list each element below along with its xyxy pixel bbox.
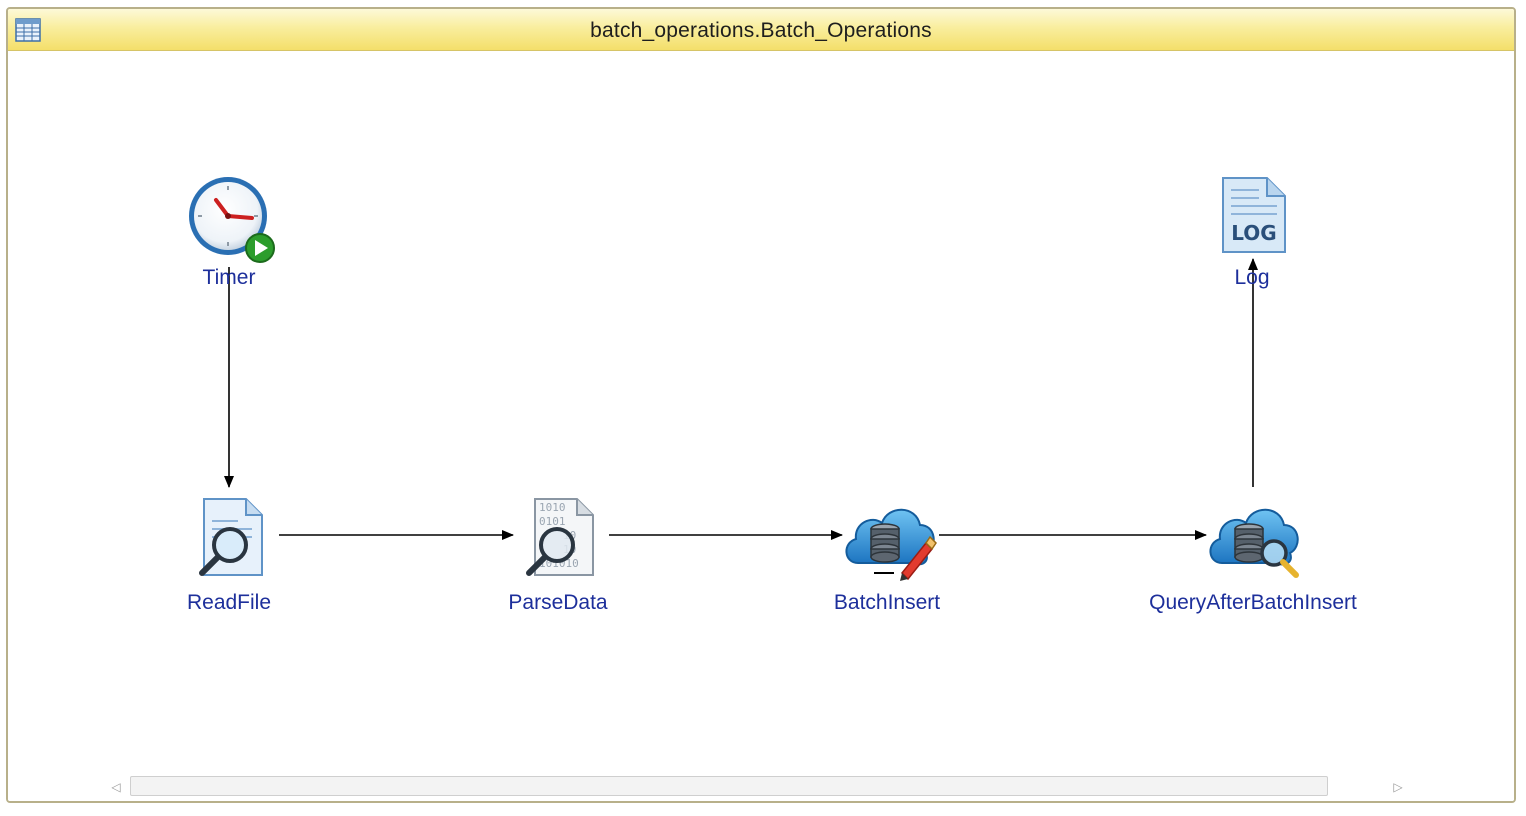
binary-file-search-icon: 1010 0101 10 10 101010 xyxy=(526,498,594,576)
node-label-parsedata: ParseData xyxy=(508,591,608,614)
scroll-left-arrow-icon[interactable]: ◁ xyxy=(111,780,121,794)
node-batchinsert[interactable]: BatchInsert xyxy=(828,491,958,616)
file-search-icon xyxy=(199,498,263,576)
scroll-right-arrow-icon[interactable]: ▷ xyxy=(1393,780,1403,794)
node-queryafterbatchinsert[interactable]: QueryAfterBatchInsert xyxy=(1128,491,1378,616)
diagram-edges xyxy=(224,258,1258,540)
node-label-log: Log xyxy=(1234,266,1270,289)
cloud-database-search-icon xyxy=(1209,508,1299,578)
node-parsedata[interactable]: 1010 0101 10 10 101010 ParseData xyxy=(505,491,615,616)
node-label-readfile: ReadFile xyxy=(186,591,272,614)
title-bar[interactable]: batch_operations.Batch_Operations xyxy=(8,9,1514,51)
node-timer[interactable]: Timer xyxy=(178,166,288,291)
log-file-icon: LOG xyxy=(1222,177,1286,253)
table-icon xyxy=(15,18,41,42)
diagram-canvas[interactable]: Timer ReadFile 10 xyxy=(8,51,1514,801)
editor-window: batch_operations.Batch_Operations xyxy=(6,7,1516,803)
svg-text:LOG: LOG xyxy=(1231,221,1276,245)
node-label-batchinsert: BatchInsert xyxy=(833,591,941,614)
window-title: batch_operations.Batch_Operations xyxy=(590,19,932,42)
node-label-queryafterbatchinsert: QueryAfterBatchInsert xyxy=(1149,591,1357,614)
horizontal-scrollbar[interactable]: ◁ ▷ xyxy=(108,775,1408,799)
node-readfile[interactable]: ReadFile xyxy=(178,491,288,616)
timer-clock-icon xyxy=(189,177,275,263)
scrollbar-thumb[interactable] xyxy=(130,776,1328,796)
node-label-timer: Timer xyxy=(202,266,256,289)
cloud-database-edit-icon xyxy=(845,508,937,581)
node-log[interactable]: LOG Log xyxy=(1203,166,1303,291)
svg-text:0101: 0101 xyxy=(539,515,566,528)
svg-text:1010: 1010 xyxy=(539,501,566,514)
